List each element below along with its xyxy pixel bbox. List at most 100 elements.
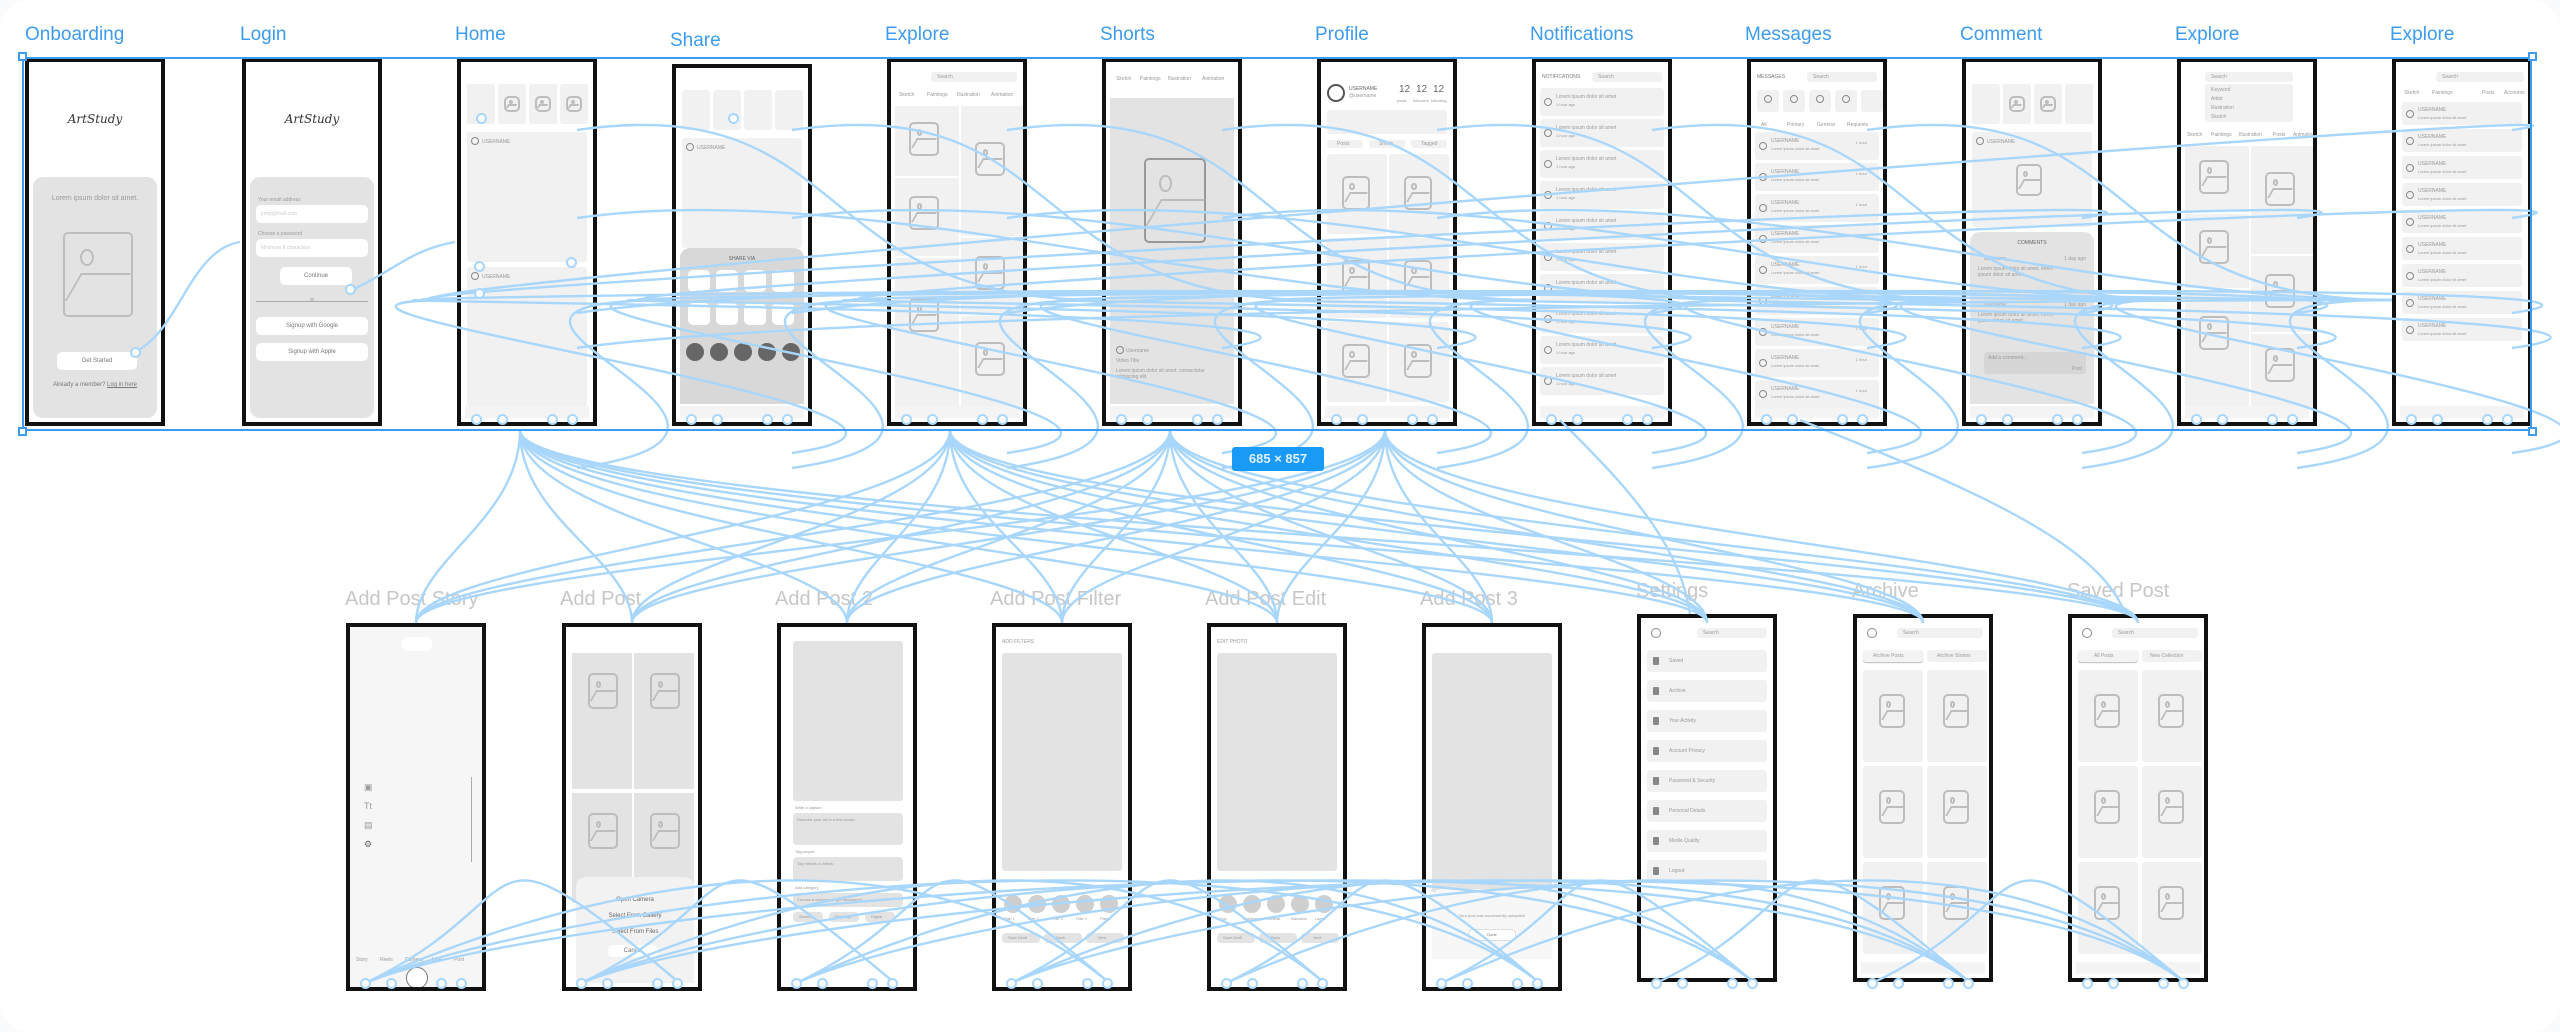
edit-tool-button[interactable]	[1243, 895, 1261, 913]
share-contact[interactable]	[744, 303, 766, 325]
story-item[interactable]	[2034, 84, 2062, 124]
search-input[interactable]: Search	[2205, 72, 2293, 82]
edit-tool-button[interactable]	[1267, 895, 1285, 913]
filter-option[interactable]	[1052, 895, 1070, 913]
hotspot-marker[interactable]	[1102, 978, 1113, 989]
hotspot-marker[interactable]	[2052, 414, 2063, 425]
tab-new-collection[interactable]: New Collection	[2142, 650, 2202, 662]
done-button[interactable]: Done	[1468, 929, 1516, 941]
bottom-nav[interactable]	[2076, 962, 2200, 974]
tab-shorts[interactable]: Paintings	[1140, 76, 1161, 82]
connector[interactable]	[421, 289, 1683, 315]
story-item[interactable]	[682, 90, 710, 130]
frame-label-add-post-filter[interactable]: Add Post Filter	[990, 588, 1122, 610]
hotspot-marker[interactable]	[474, 261, 485, 272]
frame-messages[interactable]: MESSAGES Search All Primary General Requ…	[1747, 58, 1887, 426]
frame-label-explore-search[interactable]: Explore	[2175, 24, 2240, 45]
back-button[interactable]: Back	[1259, 933, 1297, 943]
post-card[interactable]: USERNAME	[467, 267, 587, 407]
hotspot-marker[interactable]	[1976, 414, 1987, 425]
post-card[interactable]: USERNAME	[467, 132, 587, 262]
tab-shorts[interactable]: Shorts	[1369, 140, 1405, 148]
explore-tile[interactable]	[2185, 214, 2249, 288]
flash-toggle[interactable]	[402, 637, 432, 651]
avatar[interactable]	[2082, 628, 2092, 638]
saved-tile[interactable]	[2078, 766, 2138, 858]
hotspot-marker[interactable]	[791, 978, 802, 989]
hotspot-marker[interactable]	[817, 978, 828, 989]
frame-explore[interactable]: Search Sketch Paintings Illustration Ani…	[887, 58, 1027, 426]
frame-comment[interactable]: USERNAME COMMENTS username 1 day ago Lor…	[1962, 58, 2102, 426]
share-contact[interactable]	[716, 303, 738, 325]
shorts-username[interactable]: Username	[1126, 348, 1150, 354]
hotspot-marker[interactable]	[887, 978, 898, 989]
recent-search-item[interactable]: Artist	[2211, 96, 2223, 102]
frame-label-add-post-2[interactable]: Add Post 2	[775, 588, 873, 610]
settings-item[interactable]: Password & Security	[1647, 770, 1767, 792]
tags-field[interactable]: Tag friends or artists	[793, 857, 903, 881]
category-chip[interactable]: Digital	[865, 912, 895, 922]
hotspot-marker[interactable]	[1407, 414, 1418, 425]
hotspot-marker[interactable]	[1622, 414, 1633, 425]
explore-tile[interactable]	[961, 238, 1023, 314]
explore-tile[interactable]	[895, 106, 959, 176]
archive-tile[interactable]	[1927, 670, 1987, 762]
connector[interactable]	[636, 289, 1898, 315]
video-player[interactable]: Username Video Title Lorem ipsum dolor s…	[1110, 98, 1234, 404]
hotspot-marker[interactable]	[345, 284, 356, 295]
tab-explore[interactable]: Sketch	[899, 92, 915, 98]
frame-add-post[interactable]: Open Camera Select From Gallery Select F…	[562, 623, 702, 991]
story-item[interactable]	[1972, 84, 2000, 124]
frame-label-shorts[interactable]: Shorts	[1100, 24, 1155, 45]
mode-story[interactable]: Story	[356, 957, 368, 963]
tab-explore[interactable]: Accounts	[2504, 90, 2525, 96]
active-contact[interactable]	[1757, 90, 1779, 112]
email-field[interactable]: jump@mail.com	[256, 205, 368, 223]
share-action-button[interactable]	[782, 343, 800, 361]
search-input[interactable]: Search	[1697, 628, 1767, 638]
share-contact[interactable]	[772, 270, 794, 292]
story-item[interactable]	[2003, 84, 2031, 124]
select-files-option[interactable]: Select From Files	[611, 929, 659, 935]
frame-label-archive[interactable]: Archive	[1852, 580, 1919, 602]
search-input[interactable]: Search	[2112, 628, 2198, 638]
tab-messages[interactable]: All	[1761, 122, 1767, 128]
connector[interactable]	[360, 879, 1543, 987]
hotspot-marker[interactable]	[2406, 414, 2417, 425]
tab-all-posts[interactable]: All Posts	[2078, 650, 2138, 662]
hotspot-marker[interactable]	[2267, 414, 2278, 425]
hotspot-marker[interactable]	[602, 978, 613, 989]
hotspot-marker[interactable]	[1867, 978, 1878, 989]
story-item[interactable]	[713, 90, 741, 130]
text-tool-icon[interactable]: Tt	[364, 801, 372, 811]
share-action-button[interactable]	[686, 343, 704, 361]
hotspot-marker[interactable]	[1787, 414, 1798, 425]
settings-item[interactable]: Personal Details	[1647, 800, 1767, 822]
frame-label-messages[interactable]: Messages	[1745, 24, 1832, 45]
recent-search-item[interactable]: Keyword	[2211, 87, 2231, 93]
frame-label-add-post-edit[interactable]: Add Post Edit	[1205, 588, 1327, 610]
archive-tile[interactable]	[1927, 862, 1987, 954]
hotspot-marker[interactable]	[2482, 414, 2493, 425]
login-link[interactable]: Log in here	[107, 382, 138, 388]
mode-post[interactable]: Post	[454, 957, 465, 963]
tab-explore[interactable]: Animation	[2293, 132, 2316, 138]
settings-item[interactable]: Your Activity	[1647, 710, 1767, 732]
settings-item[interactable]: Logout	[1647, 860, 1767, 882]
hotspot-marker[interactable]	[2287, 414, 2298, 425]
filter-option[interactable]	[1028, 895, 1046, 913]
tab-explore[interactable]: Illustration	[2239, 132, 2262, 138]
tab-explore[interactable]: Sketch	[2187, 132, 2203, 138]
profile-post-tile[interactable]	[1327, 322, 1387, 402]
share-action-button[interactable]	[758, 343, 776, 361]
hotspot-marker[interactable]	[1677, 978, 1688, 989]
